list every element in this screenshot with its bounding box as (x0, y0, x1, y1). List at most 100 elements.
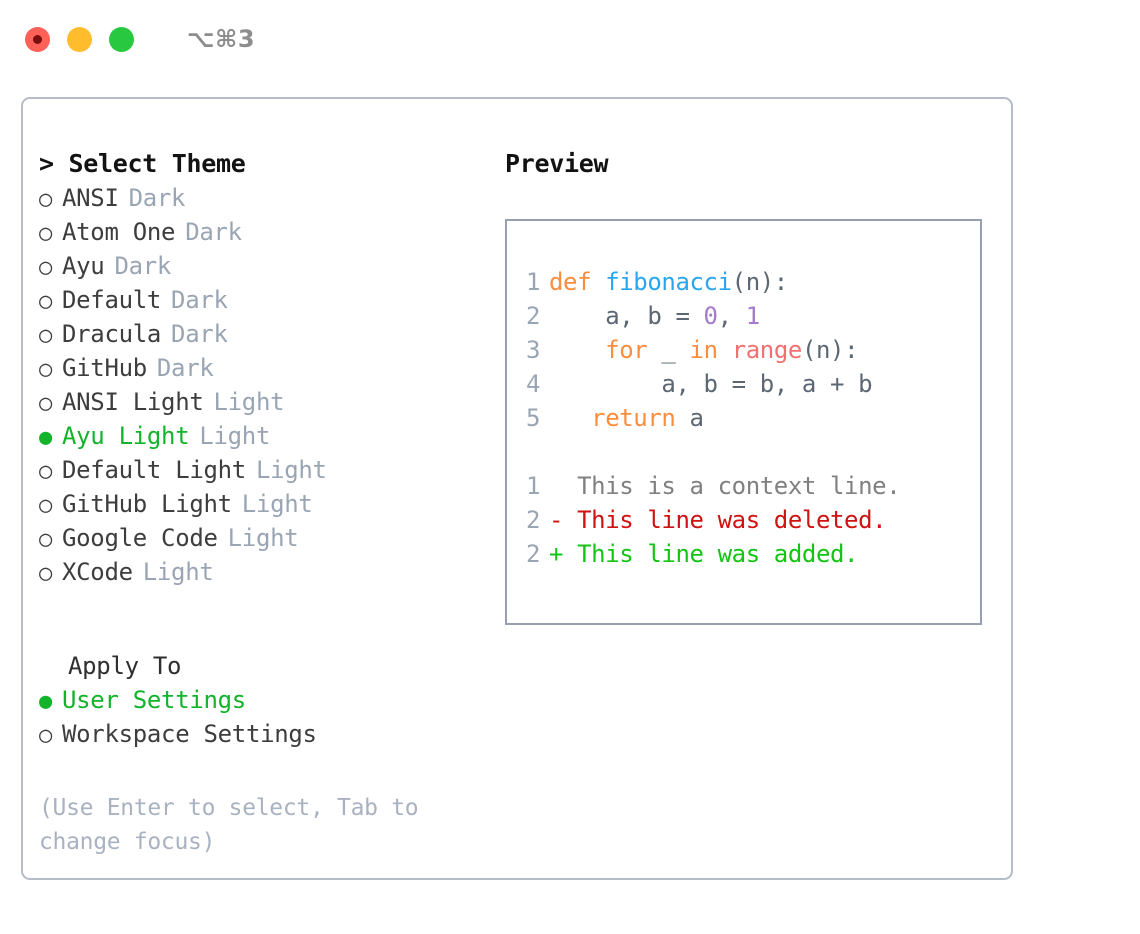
radio-unselected-icon: ○ (39, 391, 52, 416)
apply-to-option-label: Workspace Settings (62, 720, 317, 748)
code-token-plain: a (675, 404, 704, 432)
code-token-plain (718, 336, 732, 364)
minimize-window-icon[interactable] (67, 26, 92, 52)
radio-unselected-icon: ○ (39, 459, 52, 484)
code-token-plain: a, b = (549, 302, 704, 330)
theme-option-label: Atom One (62, 218, 176, 246)
maximize-window-icon[interactable] (109, 26, 134, 52)
radio-unselected-icon: ○ (39, 723, 52, 748)
code-token-plain: (n): (801, 336, 859, 364)
close-window-icon[interactable] (25, 26, 50, 52)
theme-option-label: Dracula (62, 320, 162, 348)
apply-to-option-user-settings[interactable]: ● User Settings (39, 685, 493, 719)
line-number: 3 (525, 336, 540, 364)
radio-selected-icon: ● (39, 689, 52, 714)
code-token-plain: _ (647, 336, 690, 364)
preview-header: Preview (505, 149, 609, 178)
code-token-kw: return (591, 404, 676, 432)
code-line-content: for _ in range(n): (549, 336, 858, 364)
theme-variant-tag: Dark (114, 252, 172, 280)
apply-to-option-list[interactable]: ● User Settings ○ Workspace Settings (39, 685, 493, 753)
diff-line-text: This line was deleted. (577, 506, 887, 534)
theme-option-label: ANSI Light (62, 388, 204, 416)
theme-variant-tag: Light (255, 456, 327, 484)
line-number: 4 (525, 370, 540, 398)
code-token-plain (549, 404, 591, 432)
radio-unselected-icon: ○ (39, 289, 52, 314)
theme-option-label: GitHub Light (62, 490, 232, 518)
theme-variant-tag: Light (227, 524, 299, 552)
spacer (507, 438, 980, 472)
code-line: 1 def fibonacci(n): (507, 268, 980, 302)
line-number: 2 (525, 540, 540, 568)
theme-option-label: ANSI (62, 184, 119, 212)
theme-option-ayu[interactable]: ○ Ayu Dark (39, 251, 493, 285)
radio-unselected-icon: ○ (39, 255, 52, 280)
apply-to-option-workspace-settings[interactable]: ○ Workspace Settings (39, 719, 493, 753)
code-token-kw: for (605, 336, 648, 364)
theme-option-label: Ayu Light (62, 422, 190, 450)
line-number: 2 (525, 506, 540, 534)
code-token-plain: a, b = b, a + b (549, 370, 873, 398)
apply-to-header: Apply To (68, 652, 182, 680)
theme-option-label: Ayu (62, 252, 105, 280)
code-line: 5 return a (507, 404, 980, 438)
line-number: 1 (525, 268, 540, 296)
diff-sample-block: 1 This is a context line.2- This line wa… (507, 472, 980, 574)
code-token-kw: in (689, 336, 719, 364)
line-number: 5 (525, 404, 540, 432)
title-bar: ⌥⌘3 (0, 0, 1140, 78)
theme-variant-tag: Light (199, 422, 271, 450)
code-line: 4 a, b = b, a + b (507, 370, 980, 404)
radio-unselected-icon: ○ (39, 493, 52, 518)
select-theme-header: > Select Theme (39, 149, 246, 178)
code-line: 2 a, b = 0, 1 (507, 302, 980, 336)
keyboard-hint-text: (Use Enter to select, Tab to change focu… (39, 795, 419, 855)
radio-unselected-icon: ○ (39, 221, 52, 246)
code-token-num: 0 (703, 302, 718, 330)
line-number: 2 (525, 302, 540, 330)
diff-line-text: This line was added. (577, 540, 859, 568)
code-token-plain: (n): (731, 268, 789, 296)
diff-marker (549, 472, 577, 500)
code-token-plain (549, 336, 605, 364)
keyboard-shortcut-label: ⌥⌘3 (187, 25, 256, 53)
diff-marker: - (549, 506, 578, 534)
code-line-content: return a (549, 404, 704, 432)
theme-option-label: Google Code (62, 524, 218, 552)
theme-variant-tag: Dark (171, 286, 228, 314)
code-line-content: def fibonacci(n): (549, 268, 788, 296)
theme-variant-tag: Dark (128, 184, 186, 212)
theme-variant-tag: Dark (171, 320, 228, 348)
code-token-fn: fibonacci (605, 268, 732, 296)
radio-unselected-icon: ○ (39, 527, 52, 552)
theme-option-default-light[interactable]: ○ Default Light Light (39, 455, 493, 489)
radio-unselected-icon: ○ (39, 357, 52, 382)
theme-option-label: XCode (62, 558, 133, 586)
code-token-plain: , (717, 302, 746, 330)
radio-unselected-icon: ○ (39, 561, 52, 586)
diff-line-ctx: 1 This is a context line. (507, 472, 980, 506)
theme-variant-tag: Dark (185, 218, 242, 246)
code-line-content: a, b = 0, 1 (549, 302, 760, 330)
theme-option-atom-one[interactable]: ○ Atom One Dark (39, 217, 493, 251)
theme-option-label: Default Light (62, 456, 246, 484)
apply-to-option-label: User Settings (62, 686, 246, 714)
theme-option-google-code[interactable]: ○ Google Code Light (39, 523, 493, 557)
code-token-num: 1 (745, 302, 760, 330)
